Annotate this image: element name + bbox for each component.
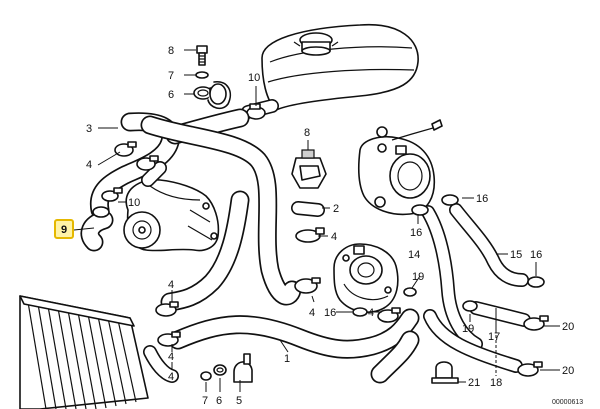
callout-16-pump: 16 <box>324 307 336 319</box>
coolant-hose-18[interactable] <box>423 309 523 373</box>
hose-clamps-16-right[interactable] <box>411 194 545 288</box>
callout-7: 7 <box>202 395 208 407</box>
callout-8: 8 <box>304 127 310 139</box>
callout-14: 14 <box>408 249 420 261</box>
hose-clamps-4-radiator[interactable] <box>155 301 181 347</box>
catalog-number: 00000613 <box>552 399 583 406</box>
hose-clamp-10-left[interactable] <box>101 187 123 202</box>
callout-18: 18 <box>490 377 502 389</box>
callout-20-b: 20 <box>562 365 574 377</box>
washer[interactable] <box>195 71 209 79</box>
callout-16-c: 16 <box>530 249 542 261</box>
callout-20-a: 20 <box>562 321 574 333</box>
water-pump[interactable] <box>123 179 220 252</box>
radiator-short-hose[interactable] <box>143 345 179 383</box>
callout-4-radiator-mid: 4 <box>168 351 174 363</box>
hose-clamps-20[interactable] <box>517 315 549 377</box>
hose-clamp-4-pump-right[interactable] <box>377 307 401 323</box>
hose-holder-5[interactable] <box>233 353 253 383</box>
callout-16-a: 16 <box>410 227 422 239</box>
lower-hose-branch[interactable] <box>370 330 420 384</box>
hose-clamp-2[interactable] <box>291 201 325 217</box>
callout-4-radiator-low: 4 <box>168 371 174 383</box>
hose-clamp-4-center[interactable] <box>295 227 325 243</box>
callout-15: 15 <box>510 249 522 261</box>
long-coolant-hose[interactable] <box>140 115 302 306</box>
nut-7[interactable] <box>200 371 212 381</box>
radiator-upper-hose[interactable] <box>160 190 250 312</box>
coolant-pump-center[interactable] <box>333 243 399 313</box>
hose-clamp-11[interactable] <box>207 81 232 110</box>
hose-clamp-4-upper[interactable] <box>114 141 137 157</box>
thermostat-housing[interactable] <box>358 119 443 216</box>
hose-clamp-4-mid[interactable] <box>136 155 159 171</box>
hose-clamp-4-pump[interactable] <box>294 277 321 294</box>
temperature-sensor-bracket[interactable] <box>291 149 327 189</box>
callout-12: 7 <box>168 70 174 82</box>
callout-labels: 8 7 6 10 3 4 10 9 8 2 4 4 16 4 4 4 4 1 5… <box>54 45 583 407</box>
expansion-tank[interactable] <box>261 23 419 111</box>
callout-4-pump: 4 <box>309 307 315 319</box>
callout-4-pump-right: 4 <box>368 307 374 319</box>
callout-10-top: 10 <box>248 72 260 84</box>
callout-1: 1 <box>284 353 290 365</box>
callout-4-center: 4 <box>331 231 337 243</box>
leader-lines <box>73 49 560 392</box>
callout-9[interactable]: 9 <box>61 224 67 236</box>
hose-bracket-21[interactable] <box>431 361 459 384</box>
callout-13: 8 <box>168 45 174 57</box>
coolant-hose-17[interactable] <box>469 301 531 327</box>
small-hose-part-9[interactable] <box>80 206 114 252</box>
bolt[interactable] <box>196 45 208 66</box>
callout-9-highlight <box>54 219 74 239</box>
callout-3: 3 <box>86 123 92 135</box>
pump-pipe-stub <box>141 161 167 187</box>
callout-16-b: 16 <box>476 193 488 205</box>
lower-coolant-hose[interactable] <box>168 308 420 359</box>
callout-5: 5 <box>236 395 242 407</box>
hose-clamp-16-pump[interactable] <box>352 307 368 317</box>
callout-17: 17 <box>488 331 500 343</box>
callout-6: 6 <box>216 395 222 407</box>
callout-11: 6 <box>168 89 174 101</box>
callout-2: 2 <box>333 203 339 215</box>
callout-19-b: 19 <box>462 323 474 335</box>
small-fitting[interactable] <box>403 287 417 297</box>
callout-21: 21 <box>468 377 480 389</box>
coolant-hose-15[interactable] <box>449 203 529 287</box>
hose-fitting-19[interactable] <box>462 300 478 312</box>
callout-4-upper: 4 <box>86 159 92 171</box>
callout-10-left: 10 <box>128 197 140 209</box>
callout-4-radiator-top: 4 <box>168 279 174 291</box>
callout-19-a: 19 <box>412 271 424 283</box>
rubber-grommet-6[interactable] <box>213 364 227 376</box>
coolant-hose-14[interactable] <box>421 205 483 351</box>
radiator[interactable] <box>19 295 149 409</box>
